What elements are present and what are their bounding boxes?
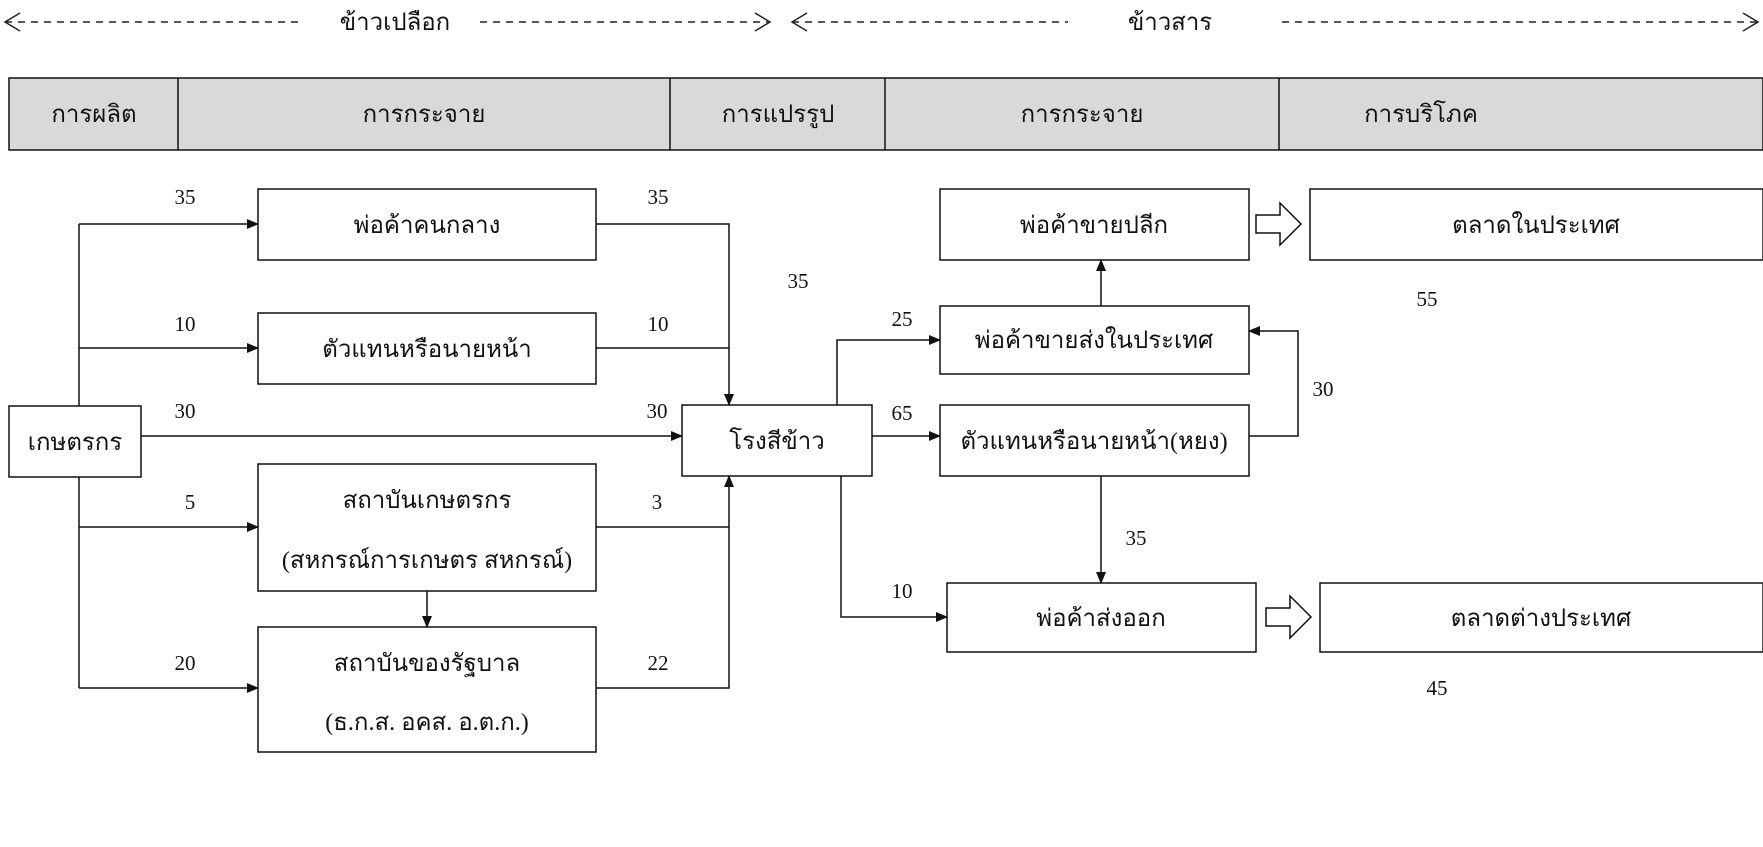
- flow-agent-mill: 10: [648, 312, 669, 336]
- wholesale-trader-label: พ่อค้าขายส่งในประเทศ: [975, 326, 1213, 354]
- flow-institution-mill: 3: [652, 490, 663, 514]
- flow-broker-wholesale: 30: [1313, 377, 1334, 401]
- flow-farmer-government: 20: [175, 651, 196, 675]
- exporter-label: พ่อค้าส่งออก: [1036, 606, 1166, 632]
- arrow-middleman-to-mill: [596, 223, 734, 406]
- paddy-band-label: ข้าวเปลือก: [340, 9, 450, 36]
- government-institution-sublabel: (ธ.ก.ส. อคส. อ.ต.ก.): [325, 710, 528, 736]
- paddy-band: [3, 12, 772, 32]
- milled-band-label: ข้าวสาร: [1128, 10, 1212, 36]
- retail-trader-label: พ่อค้าขายปลีก: [1020, 212, 1168, 239]
- stage-distribution-paddy: การกระจาย: [363, 102, 486, 128]
- retail-trader-box: [939, 188, 1250, 261]
- farmer-institution-sublabel: (สหกรณ์การเกษตร สหกรณ์): [282, 546, 572, 574]
- block-arrow-foreign: [1265, 594, 1313, 640]
- block-arrow-domestic: [1255, 201, 1303, 247]
- arrow-broker-to-wholesale: [1248, 326, 1299, 437]
- flow-middleman-mill: 35: [648, 185, 669, 209]
- government-institution-box: [257, 626, 597, 753]
- arrow-mill-to-exporter: [840, 476, 948, 622]
- exporter-box: [946, 582, 1257, 653]
- arrow-mill-to-wholesale: [836, 335, 941, 405]
- stage-production: การผลิต: [51, 102, 136, 128]
- rice-mill-box: [681, 404, 873, 477]
- stage-consumption: การบริโภค: [1364, 100, 1478, 128]
- stage-processing: การแปรรูป: [722, 102, 835, 129]
- flow-mill-exporter: 10: [892, 579, 913, 603]
- middleman-label: พ่อค้าคนกลาง: [354, 213, 501, 239]
- stage-distribution-rice: การกระจาย: [1021, 102, 1144, 128]
- wholesale-trader-box: [939, 305, 1250, 375]
- government-institution-label: สถาบันของรัฐบาล: [334, 651, 520, 677]
- broker-box: [939, 404, 1250, 477]
- flow-government-mill: 22: [648, 651, 669, 675]
- stage-header: [8, 77, 1763, 151]
- flow-mill-total: 35: [788, 269, 809, 293]
- flow-farmer-agent: 10: [175, 312, 196, 336]
- domestic-market-box: [1309, 188, 1763, 261]
- arrow-government-to-mill: [596, 475, 734, 689]
- foreign-market-label: ตลาดต่างประเทศ: [1451, 606, 1631, 632]
- flow-broker-exporter: 35: [1126, 526, 1147, 550]
- farmer-institution-label: สถาบันเกษตรกร: [343, 488, 512, 514]
- flow-farmer-institution: 5: [185, 490, 196, 514]
- milled-band: [790, 12, 1760, 32]
- foreign-market-box: [1319, 582, 1763, 653]
- rice-mill-label: โรงสีข้าว: [729, 427, 825, 455]
- flow-mill-broker: 65: [892, 401, 913, 425]
- flow-farmer-mill: 30: [175, 399, 196, 423]
- flow-farmer-middleman: 35: [175, 185, 196, 209]
- share-domestic: 55: [1417, 287, 1438, 311]
- flow-direct-mill: 30: [647, 399, 668, 423]
- agent-label: ตัวแทนหรือนายหน้า: [322, 336, 532, 363]
- share-foreign: 45: [1427, 676, 1448, 700]
- broker-label: ตัวแทนหรือนายหน้า(หยง): [960, 428, 1227, 455]
- middleman-box: [257, 188, 597, 261]
- farmer-box: [8, 405, 142, 478]
- domestic-market-label: ตลาดในประเทศ: [1452, 211, 1620, 239]
- flow-mill-wholesale: 25: [892, 307, 913, 331]
- farmer-label: เกษตรกร: [28, 430, 123, 456]
